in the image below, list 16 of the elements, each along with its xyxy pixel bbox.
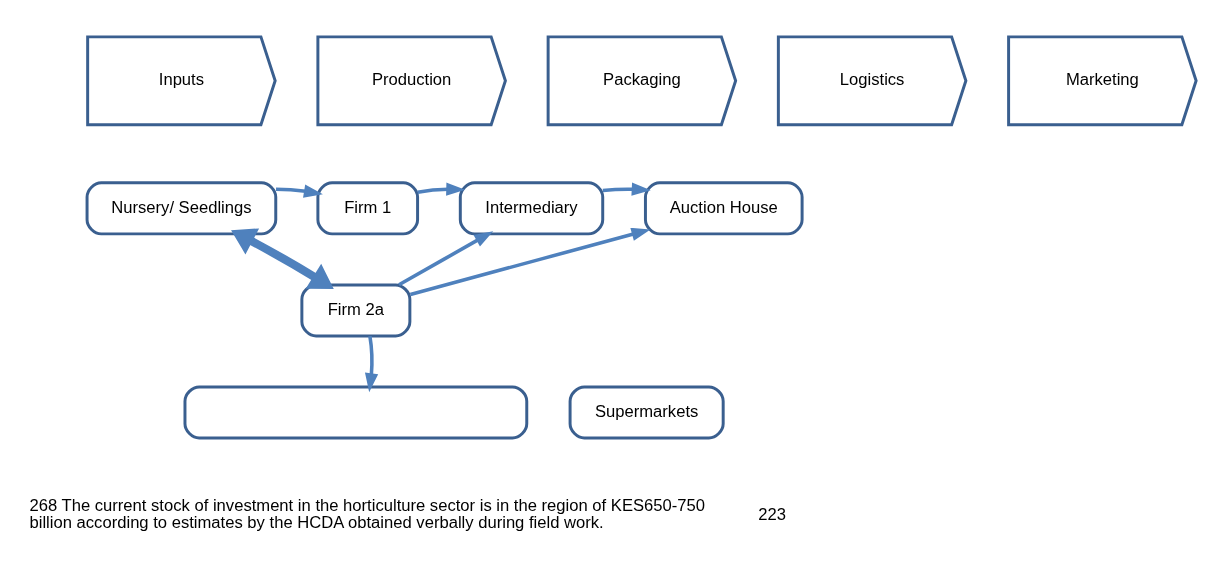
node-box: Firm 1: [316, 181, 420, 236]
label: 268 The current stock of investment in the horticulture sector is in the region of KES650-750 billion according to estimates by the HCDA obtained verbally during field work.: [29, 495, 706, 533]
arrow: [398, 231, 494, 287]
node-box: Firm 2a: [300, 283, 412, 338]
node-box: Nursery/ Seedlings: [85, 181, 278, 236]
label: 223: [758, 504, 786, 524]
arrow: [231, 228, 334, 289]
node-box: Intermediary: [458, 181, 605, 236]
arrow: [602, 182, 651, 196]
node-box: [183, 385, 529, 440]
arrow: [417, 182, 466, 196]
arrow: [364, 335, 379, 393]
node-box: Supermarkets: [568, 385, 725, 440]
arrow: [409, 227, 651, 297]
node-box: Auction House: [643, 181, 804, 236]
arrow: [276, 184, 323, 198]
